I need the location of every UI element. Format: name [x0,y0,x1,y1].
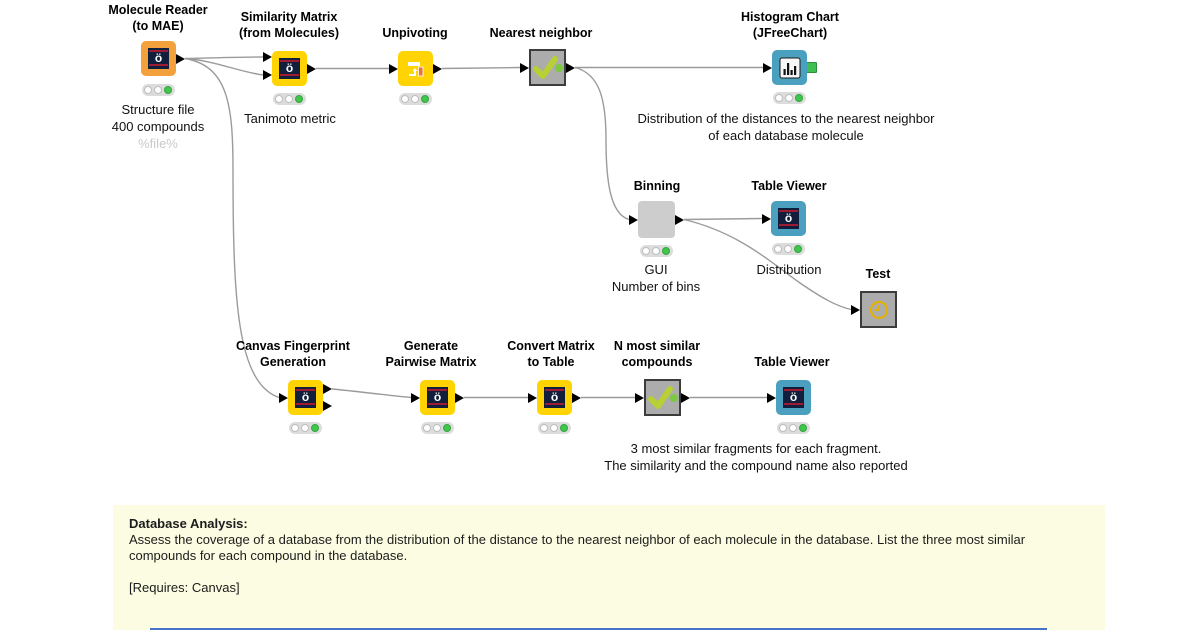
schrodinger-icon: ö [783,387,804,408]
input-port[interactable] [763,62,772,73]
schrodinger-icon: ö [295,387,316,408]
node-title: Binning [633,179,681,193]
output-port[interactable] [566,62,575,73]
node-histogram-chart[interactable] [772,50,807,85]
node-table-viewer-similar[interactable]: ö [776,380,811,415]
status-dot [555,63,563,72]
schrodinger-icon: ö [279,58,300,79]
checkmark-icon [648,385,673,409]
schrodinger-icon: ö [544,387,565,408]
status-dot [670,393,678,402]
schrodinger-icon: ö [427,387,448,408]
node-similarity-matrix[interactable]: ö [272,51,307,86]
node-title: Similarity Matrix(from Molecules) [238,10,340,40]
node-comment: Distribution [756,262,822,277]
traffic-light [640,245,673,257]
checkmark-icon [533,55,558,79]
node-test[interactable] [860,291,897,328]
node-title: Table Viewer [754,355,830,369]
input-port[interactable] [629,214,638,225]
workflow-note: 3 most similar fragments for each fragme… [604,441,908,473]
histogram-icon [779,57,800,78]
traffic-light [273,93,306,105]
connection[interactable] [683,218,852,311]
output-port[interactable] [572,392,581,403]
annotation-body: Assess the coverage of a database from t… [129,532,1026,563]
output-port[interactable] [675,214,684,225]
output-port[interactable] [176,53,185,64]
image-output-port[interactable] [806,62,817,73]
output-port[interactable] [323,401,332,411]
unpivot-icon [407,61,423,76]
node-title: Unpivoting [382,26,448,40]
node-comment: Distribution of the distances to the nea… [637,111,935,143]
input-port[interactable] [520,62,529,73]
traffic-light [289,422,322,434]
traffic-light [538,422,571,434]
node-convert-matrix-to-table[interactable]: ö [537,380,572,415]
traffic-light [777,422,810,434]
traffic-light [773,92,806,104]
workflow-annotation[interactable]: Database Analysis: Assess the coverage o… [113,505,1105,630]
input-port[interactable] [767,392,776,403]
output-port[interactable] [681,392,690,403]
schrodinger-icon: ö [148,48,169,69]
input-port[interactable] [389,63,398,74]
traffic-light [142,84,175,96]
traffic-light [421,422,454,434]
connection[interactable] [683,217,763,221]
node-n-most-similar[interactable] [644,379,681,416]
node-title: Molecule Reader(to MAE) [108,3,208,33]
node-binning[interactable] [638,201,675,238]
input-port[interactable] [762,213,771,224]
input-port[interactable] [528,392,537,403]
input-port[interactable] [851,304,860,315]
schrodinger-icon: ö [778,208,799,229]
output-port[interactable] [323,384,332,394]
node-table-viewer-distribution[interactable]: ö [771,201,806,236]
node-comment: Tanimoto metric [244,111,336,126]
connection[interactable] [184,57,264,76]
input-port[interactable] [411,392,420,403]
input-port[interactable] [279,392,288,403]
connection[interactable] [574,66,630,221]
node-comment: GUI Number of bins [611,262,701,294]
annotation-heading: Database Analysis: [129,516,248,531]
node-unpivoting[interactable] [398,51,433,86]
connection[interactable] [184,57,280,399]
node-title: Histogram Chart(JFreeChart) [741,10,839,40]
input-port[interactable] [263,52,272,62]
traffic-light [772,243,805,255]
input-port[interactable] [635,392,644,403]
bottom-bar [150,628,1047,630]
output-port[interactable] [455,392,464,403]
annotation-requires: [Requires: Canvas] [129,580,240,595]
flow-variable-label: %file% [138,136,178,151]
node-molecule-reader[interactable]: ö [141,41,176,76]
traffic-light [399,93,432,105]
connection[interactable] [184,56,264,60]
output-port[interactable] [307,63,316,74]
node-title: Test [865,267,891,281]
connection[interactable] [331,388,412,399]
node-generate-pairwise-matrix[interactable]: ö [420,380,455,415]
node-title: Table Viewer [751,179,827,193]
node-title: Nearest neighbor [489,26,593,40]
clock-icon [869,300,888,319]
output-port[interactable] [433,63,442,74]
input-port[interactable] [263,70,272,80]
node-comment: Structure file 400 compounds %file% [111,102,205,151]
connection[interactable] [441,66,521,70]
node-canvas-fingerprint[interactable]: ö [288,380,323,415]
